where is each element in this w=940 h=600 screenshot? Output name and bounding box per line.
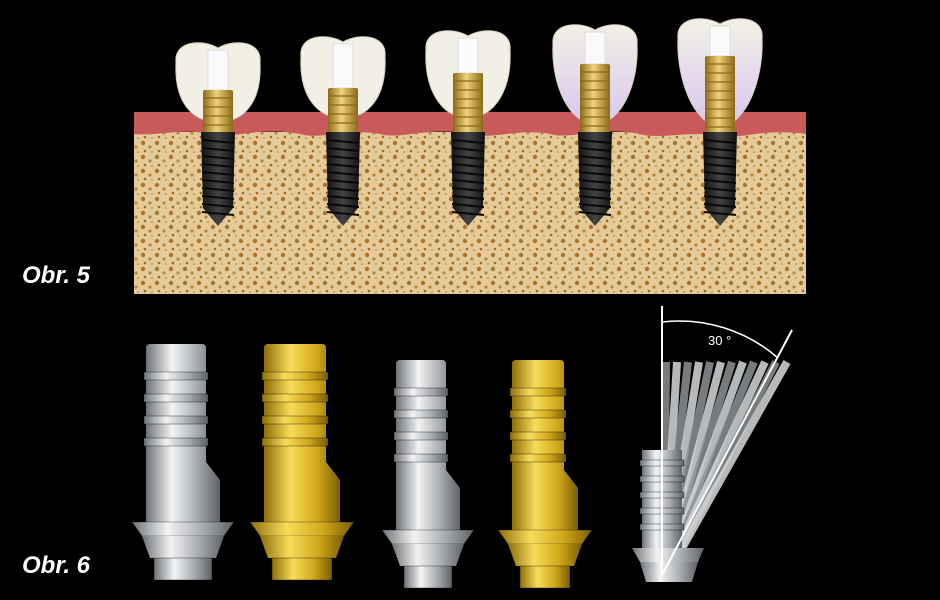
implant-body [703, 132, 737, 226]
gold-abutment [705, 56, 735, 132]
implant-2 [300, 36, 386, 226]
figure-5-label: Obr. 5 [22, 262, 91, 289]
implant-body [451, 132, 485, 226]
implant-1 [175, 42, 261, 226]
gold-abutment [203, 90, 233, 132]
angle-label: 30 ° [708, 333, 731, 348]
gold-abutment-short [497, 360, 593, 589]
implant-5 [677, 18, 763, 226]
titanium-abutment-tall [131, 344, 235, 581]
angled-abutment-fan [632, 360, 791, 582]
implant-3 [425, 30, 511, 226]
figure-6-label: Obr. 6 [22, 552, 91, 579]
gold-abutment [328, 88, 358, 132]
implant-row [175, 18, 763, 226]
titanium-abutment-short [381, 360, 475, 589]
gold-abutment-tall [249, 344, 355, 581]
implant-body [326, 132, 360, 226]
implant-4 [552, 24, 638, 226]
implant-body [201, 132, 235, 226]
abutment-row [131, 344, 791, 589]
implant-body [578, 132, 612, 226]
angle-indicator: 30 ° [661, 306, 793, 576]
